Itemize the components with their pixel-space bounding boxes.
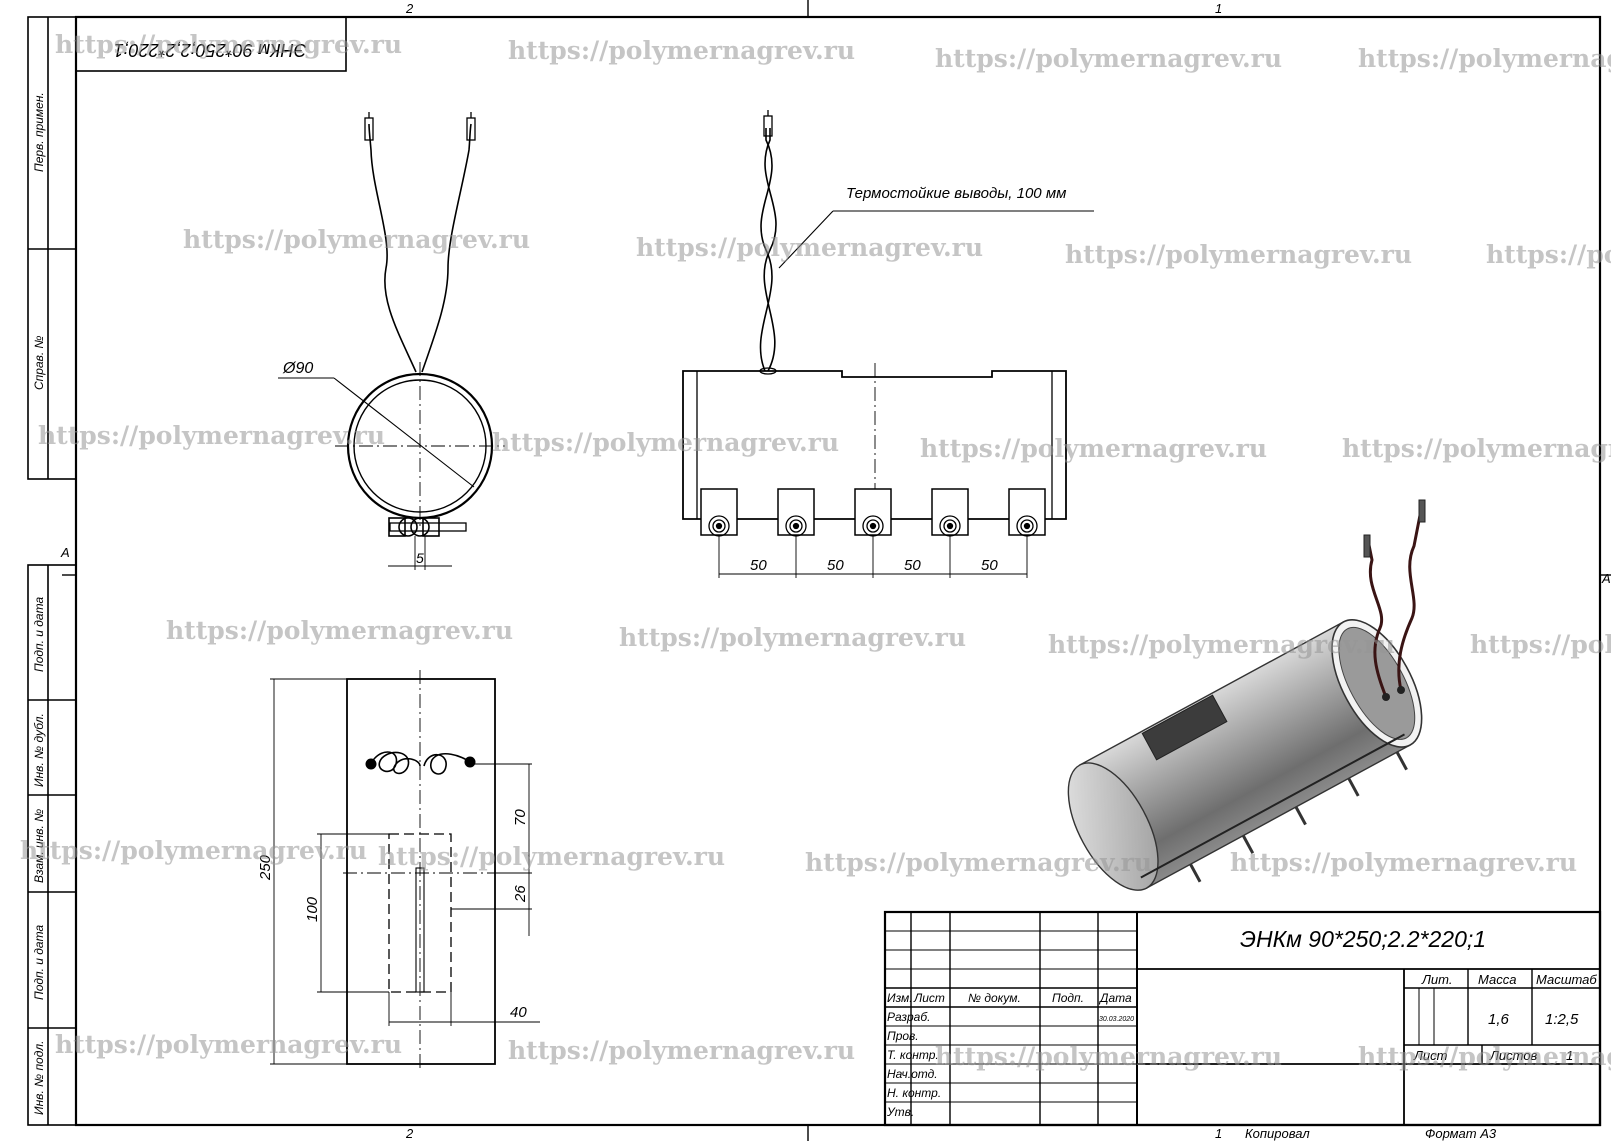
title-header-date: Дата — [1098, 991, 1132, 1005]
terminal-screw — [1016, 515, 1038, 537]
title-sheets-label: Листов — [1489, 1048, 1538, 1063]
dim-window-length: 100 — [304, 896, 321, 922]
zone-label-row-a: A — [60, 545, 70, 560]
title-lit-label: Лит. — [1421, 972, 1452, 987]
terminal-screw — [1020, 519, 1034, 533]
title-sheets: 1 — [1566, 1048, 1573, 1063]
zone-label-bottom-left: 2 — [405, 1126, 414, 1141]
terminal-screw — [792, 522, 800, 530]
isometric-view — [1067, 619, 1423, 891]
title-designation: ЭНКм 90*250;2.2*220;1 — [1240, 926, 1486, 952]
terminal-screw — [785, 515, 807, 537]
zone-label-top-left: 2 — [405, 1, 414, 16]
terminal-screw — [939, 515, 961, 537]
terminal-block — [777, 488, 815, 536]
title-row-prov: Пров. — [887, 1029, 919, 1043]
end-view — [278, 112, 505, 570]
terminal-blocks — [700, 488, 1046, 537]
title-header-izm: Изм. — [887, 991, 913, 1005]
title-sheet-label: Лист — [1413, 1048, 1448, 1063]
terminal-screw — [862, 515, 884, 537]
dim-40: 40 — [510, 1004, 527, 1021]
zone-label-bottom-right: 1 — [1215, 1126, 1222, 1141]
terminal-screw — [1023, 522, 1031, 530]
terminal-screw — [712, 519, 726, 533]
title-header-list: Лист — [913, 991, 945, 1005]
title-scale: 1:2,5 — [1545, 1011, 1579, 1028]
title-scale-label: Масштаб — [1536, 972, 1597, 987]
zone-label-top-right: 1 — [1215, 1, 1222, 16]
title-row-utv: Утв. — [886, 1105, 914, 1119]
footer-format: Формат А3 — [1425, 1126, 1497, 1141]
side-strip — [27, 16, 77, 1126]
dim-diameter: Ø90 — [282, 360, 313, 377]
title-date: 30.03.2020 — [1099, 1016, 1134, 1023]
dim-gap: 5 — [416, 550, 424, 566]
side-strip-label-2: Справ. № — [32, 335, 46, 390]
terminal-screw — [789, 519, 803, 533]
top-stamp-text: ЭНКм 90*250;2,2*220;1 — [114, 40, 307, 60]
top-view — [270, 670, 540, 1070]
side-strip-label-5: Взам. инв. № — [32, 809, 46, 883]
side-strip-label-3: Подп. и дата — [32, 597, 46, 672]
dim-height: 250 — [257, 854, 274, 881]
side-strip-label-6: Подп. и дата — [32, 925, 46, 1000]
zone-label-row-a-right: A — [1601, 571, 1611, 586]
dim-pitch-3: 50 — [904, 557, 921, 574]
dim-pitch-2: 50 — [827, 557, 844, 574]
side-strip-label-4: Инв. № дубл. — [32, 713, 46, 787]
title-mass: 1,6 — [1488, 1011, 1510, 1028]
dim-70: 70 — [512, 809, 529, 826]
terminal-screw — [715, 522, 723, 530]
title-row-tkontr: Т. контр. — [887, 1048, 939, 1062]
title-block — [883, 910, 1602, 1127]
leader-note: Термостойкие выводы, 100 мм — [846, 185, 1066, 202]
title-row-nkontr: Н. контр. — [887, 1086, 941, 1100]
top-stamp: ЭНКм 90*250;2,2*220;1 — [75, 16, 347, 72]
terminal-screw — [946, 522, 954, 530]
terminal-block — [700, 488, 738, 536]
dim-pitch-4: 50 — [981, 557, 998, 574]
title-header-sign: Подп. — [1052, 991, 1084, 1005]
title-row-nachotd: Нач.отд. — [887, 1067, 938, 1081]
side-strip-label-7: Инв. № подл. — [32, 1041, 46, 1115]
dim-pitch-1: 50 — [750, 557, 767, 574]
terminal-screw — [866, 519, 880, 533]
terminal-screw — [708, 515, 730, 537]
footer-copied: Копировал — [1245, 1126, 1310, 1141]
isometric-leads — [1363, 499, 1426, 701]
title-header-doc: № докум. — [968, 991, 1021, 1005]
terminal-screw — [869, 522, 877, 530]
title-row-razrab: Разраб. — [887, 1010, 930, 1024]
dim-26: 26 — [512, 885, 529, 903]
title-mass-label: Масса — [1478, 972, 1516, 987]
terminal-screw — [943, 519, 957, 533]
side-strip-label-1: Перв. примен. — [32, 92, 46, 172]
